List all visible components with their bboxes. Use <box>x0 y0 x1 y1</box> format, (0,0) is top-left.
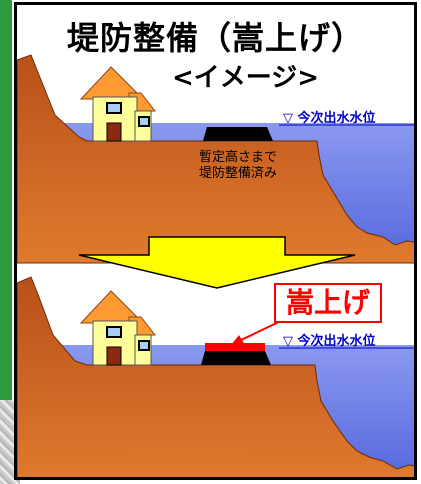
raise-label: 嵩上げ <box>274 283 382 323</box>
top-house <box>79 66 157 142</box>
bottom-water-level-label: ▽ 今次出水水位 <box>283 334 376 349</box>
bottom-panel <box>17 276 414 477</box>
bottom-levee-raise <box>205 343 265 351</box>
bottom-house <box>79 290 157 366</box>
diagram-title: 堤防整備（嵩上げ） <box>66 19 364 57</box>
bottom-ground <box>17 276 414 477</box>
diagram-frame: 堤防整備（嵩上げ） <イメージ> ▽ 今次出水水位 暫定高さまで 堤防整備済み … <box>14 2 417 480</box>
raise-pointer-head <box>231 335 245 345</box>
top-ground <box>17 54 414 264</box>
top-levee <box>203 127 273 141</box>
diagram-subtitle: <イメージ> <box>171 63 320 93</box>
transition-arrow <box>78 236 356 289</box>
green-side-strip <box>0 0 12 400</box>
diagram-scene <box>17 54 414 477</box>
top-levee-note: 暫定高さまで 堤防整備済み <box>183 150 293 182</box>
top-levee-note-line-2: 堤防整備済み <box>198 166 277 181</box>
top-panel <box>17 54 414 264</box>
top-levee-note-line-1: 暫定高さまで <box>198 150 277 165</box>
bottom-levee <box>201 351 271 365</box>
top-water-level-label: ▽ 今次出水水位 <box>283 111 376 126</box>
